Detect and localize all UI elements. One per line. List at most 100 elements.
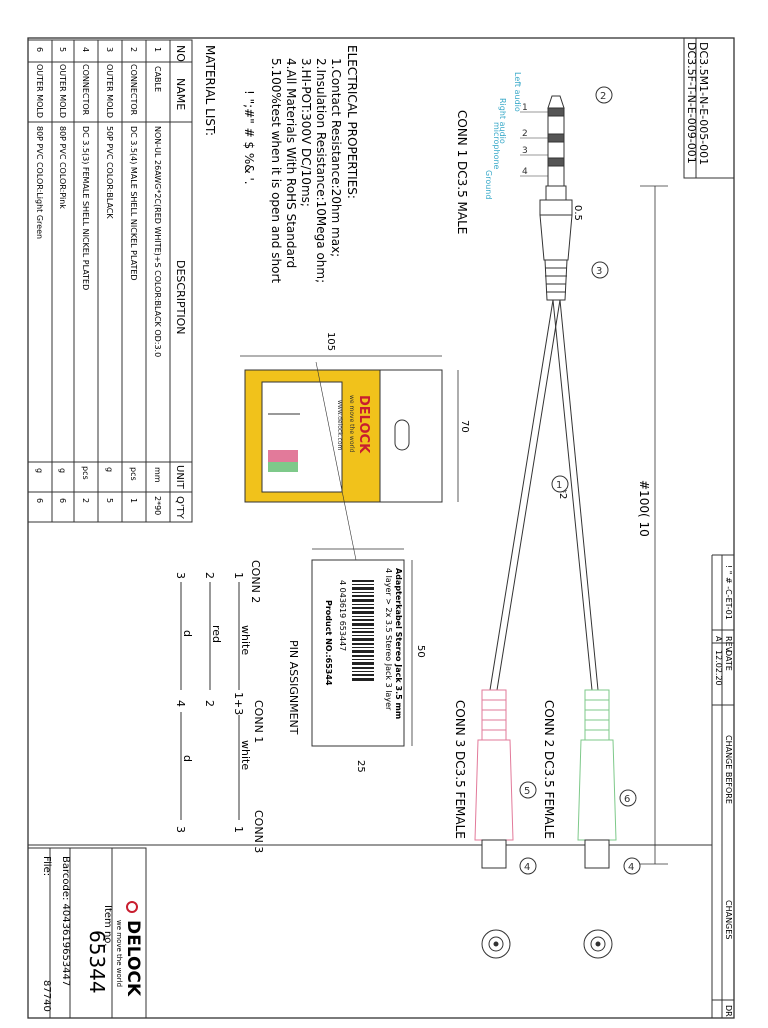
package xyxy=(240,355,459,503)
drawing-border xyxy=(27,37,735,1019)
part-number-1: DC3.5M1-N-E-005-001 xyxy=(697,42,710,165)
package-height: 70 xyxy=(459,420,470,433)
mat-row-2-desc: DC 3.5(4) MALE SHELL NICKEL PLATED xyxy=(129,126,138,281)
pin-number-2: 2 xyxy=(522,129,528,139)
pin-row-2-conn2: 2 xyxy=(203,572,216,579)
item-no-label: Item no. xyxy=(102,905,113,946)
package-web: www.delock.com xyxy=(336,400,343,451)
signal-right-audio: Right audio xyxy=(498,98,507,144)
mat-row-6-unit: g xyxy=(35,468,44,473)
revision-block xyxy=(711,554,734,1018)
mat-row-6-name: OUTER MOLD xyxy=(35,64,44,118)
product-label-text: Adapterkabel Stereo Jack 3.5 mm 4 layer … xyxy=(324,568,426,773)
balloons xyxy=(519,86,641,875)
ecn-number: ! " # -C-ET-01 xyxy=(724,565,733,620)
pin-row-1-conn2: 1 xyxy=(232,572,245,579)
mat-row-6-qty: 6 xyxy=(35,498,44,503)
pin-assignment-title: PIN ASSIGNMENT xyxy=(287,640,300,735)
mat-row-3-desc: 50P PVC COLOR:BLACK xyxy=(105,126,114,219)
mat-row-4-unit: pcs xyxy=(81,466,90,480)
balloon-4b: 4 xyxy=(524,862,530,873)
electrical-item-4: 4.All Materials With RoHS Standard xyxy=(284,58,298,268)
pin-header-conn3: CONN 3 xyxy=(252,810,265,853)
mat-row-3-unit: g xyxy=(105,467,114,472)
part-number-box xyxy=(683,37,735,179)
signal-names: Left audio Right audio microphone Ground xyxy=(484,72,522,199)
mat-row-3-name: OUTER MOLD xyxy=(105,64,114,118)
changes-header: CHANGES xyxy=(724,900,733,939)
end-view-pink xyxy=(481,929,511,959)
mat-row-2-qty: 1 xyxy=(129,498,138,503)
pin-numbers: 1 2 3 4 xyxy=(522,103,528,177)
tip-dimension: 0.5 xyxy=(572,205,583,221)
cable-length: #100( 10 xyxy=(637,480,651,537)
file-label: File: xyxy=(41,856,52,876)
mat-row-5-name: OUTER MOLD xyxy=(58,64,67,118)
end-view-green xyxy=(583,929,613,959)
conn3-label: CONN 3 DC3.5 FEMALE xyxy=(453,700,467,839)
cable-right xyxy=(489,299,554,691)
electrical-extra: ! ";#" # $ %& '. xyxy=(242,90,256,185)
mat-row-1-qty: 2*90 xyxy=(153,496,162,515)
electrical-title: ELECTRICAL PROPERTIES: xyxy=(345,45,359,199)
pin-number-4: 4 xyxy=(522,167,528,177)
cable-left-2 xyxy=(559,299,599,691)
pin-header-conn2: CONN 2 xyxy=(249,560,262,603)
label-barcode: 4 043619 653447 xyxy=(338,580,347,651)
rotated-left-block: DC3.5M1-N-E-005-001 DC3.5F-T-N-E-009-001… xyxy=(27,39,733,1017)
mat-row-4-name: CONNECTOR xyxy=(81,64,90,116)
title-logo xyxy=(126,901,138,913)
cable-left xyxy=(552,299,593,691)
date-value: 12.02.20 xyxy=(714,650,723,686)
pin-row-3-wire2: d xyxy=(181,755,194,762)
pin-rows: 1 white 1+3 white 1 2 red 2 3 d 4 d 3 xyxy=(174,572,252,833)
cable-ref: *2 xyxy=(557,488,568,499)
male-plug xyxy=(539,95,573,301)
file-number: 87740 xyxy=(41,980,52,1012)
mat-row-4-desc: DC 3.5(3) FEMALE SHELL NICKEL PLATED xyxy=(81,126,90,290)
mat-header-qty: Q'TY xyxy=(174,496,185,520)
cable-right-2 xyxy=(496,299,561,691)
mat-row-1-unit: mm xyxy=(153,467,162,483)
pin-header-conn1: CONN 1 xyxy=(252,700,265,743)
title-brand: DELOCK xyxy=(123,920,143,997)
title-slogan: we move the world xyxy=(115,920,123,987)
pin-number-3: 3 xyxy=(522,146,528,156)
mat-row-4-qty: 2 xyxy=(81,498,90,503)
barcode-text: Barcode: 4043619653447 xyxy=(60,856,71,986)
mat-row-5-no: 5 xyxy=(58,47,67,52)
balloon-1: 1 xyxy=(556,480,562,491)
mat-row-4-no: 4 xyxy=(81,47,90,52)
signal-microphone: microphone xyxy=(492,122,501,170)
pin-row-3-conn2: 3 xyxy=(174,572,187,579)
material-table xyxy=(27,39,193,523)
pin-row-1-conn1: 1+3 xyxy=(232,692,245,715)
pin-row-2-wire: red xyxy=(210,625,223,643)
label-line-1: Adapterkabel Stereo Jack 3.5 mm xyxy=(394,568,403,719)
package-width: 105 xyxy=(325,332,336,351)
label-line-2: 4 layer > 2x 3.5 Stereo Jack 3 layer xyxy=(384,568,393,711)
label-product: Product NO.:65344 xyxy=(324,600,333,686)
electrical-item-5: 5.100%test when it is open and short xyxy=(269,58,283,283)
pin-leaders xyxy=(520,111,548,177)
electrical-item-3: 3.HI-POT:300V DC/10ms; xyxy=(299,58,313,207)
pin-row-1-conn3: 1 xyxy=(232,826,245,833)
date-header: DATE xyxy=(724,650,733,671)
mat-row-5-desc: 80P PVC COLOR:Pink xyxy=(58,126,67,209)
female-connector-pink xyxy=(474,689,514,869)
balloon-2: 2 xyxy=(600,91,606,102)
rev-value: A xyxy=(714,636,723,642)
package-text: DELOCK we move the world www.delock.com … xyxy=(325,332,470,454)
package-slogan: we move the world xyxy=(348,395,355,453)
mat-row-5-unit: g xyxy=(58,468,67,473)
product-label xyxy=(311,361,413,747)
balloon-4a: 4 xyxy=(628,862,634,873)
item-no-value: 65344 xyxy=(85,930,109,994)
conn1-label: CONN 1 DC3.5 MALE xyxy=(455,110,469,234)
mat-row-1-desc: NON-UL 26AWG*2C(RED WHITE)+S COLOR:BLACK… xyxy=(153,126,162,357)
material-rows: 1 CABLE NON-UL 26AWG*2C(RED WHITE)+S COL… xyxy=(35,47,162,515)
pin-row-1-wire2: white xyxy=(239,740,252,770)
conn2-label: CONN 2 DC3.5 FEMALE xyxy=(542,700,556,839)
label-width: 50 xyxy=(415,645,426,658)
